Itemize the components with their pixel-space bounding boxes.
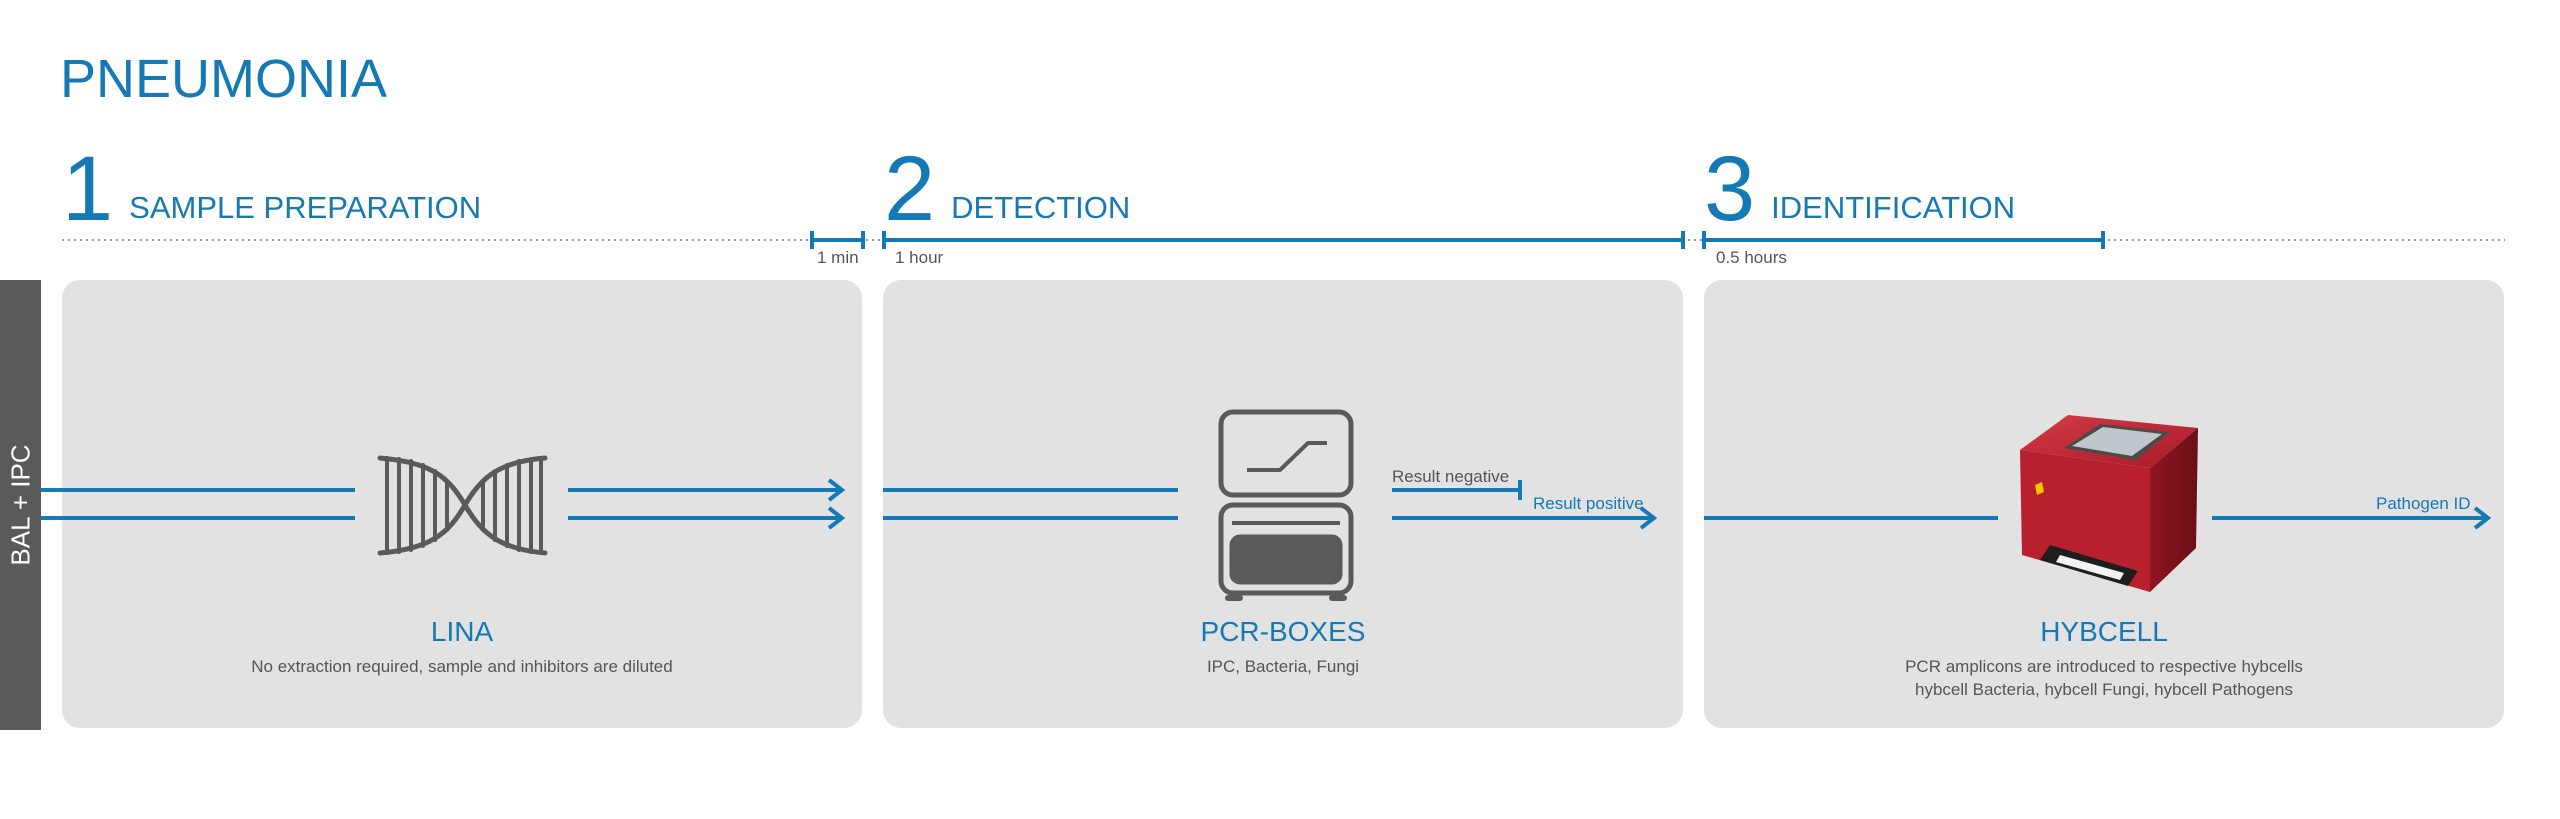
step-number: 3 <box>1704 138 1756 240</box>
result-positive-label: Result positive <box>1533 494 1644 513</box>
sample-type-bar: BAL + IPC <box>0 280 41 730</box>
panel-name-hybcell: HYBCELL <box>2040 616 2168 647</box>
panel-desc-lina: No extraction required, sample and inhib… <box>62 655 862 678</box>
step-2: 2 DETECTION <box>884 138 1131 240</box>
result-negative-label: Result negative <box>1392 467 1510 486</box>
timeline <box>62 231 2505 249</box>
pcr-box-icon <box>1218 409 1354 601</box>
duration-identification: 0.5 hours <box>1716 248 1787 267</box>
panel-name-lina: LINA <box>430 616 494 647</box>
panel-desc-line: IPC, Bacteria, Fungi <box>1206 657 1360 676</box>
panel-desc-line: No extraction required, sample and inhib… <box>251 657 673 676</box>
dna-icon <box>377 455 548 556</box>
panel-desc-line: PCR amplicons are introduced to respecti… <box>1905 657 2303 676</box>
step-label: IDENTIFICATION <box>1771 190 2016 225</box>
duration-sample-prep: 1 min <box>817 248 859 267</box>
step-number: 1 <box>62 138 114 240</box>
step-label: DETECTION <box>951 190 1131 225</box>
step-1: 1 SAMPLE PREPARATION <box>62 138 482 240</box>
panel-desc-pcr-boxes: IPC, Bacteria, Fungi <box>883 655 1683 678</box>
page-title: PNEUMONIA <box>60 49 388 109</box>
hybcell-device-icon <box>2020 415 2198 592</box>
duration-detection: 1 hour <box>895 248 944 267</box>
panel-name-pcr-boxes: PCR-BOXES <box>1200 616 1366 647</box>
panel-desc-line: hybcell Bacteria, hybcell Fungi, hybcell… <box>1915 680 2293 699</box>
step-label: SAMPLE PREPARATION <box>129 190 482 225</box>
pathogen-id-label: Pathogen ID <box>2376 494 2471 513</box>
flow-lines <box>41 478 2492 530</box>
panel-desc-hybcell: PCR amplicons are introduced to respecti… <box>1704 655 2504 701</box>
step-number: 2 <box>884 138 936 240</box>
step-3: 3 IDENTIFICATION <box>1704 138 2016 240</box>
